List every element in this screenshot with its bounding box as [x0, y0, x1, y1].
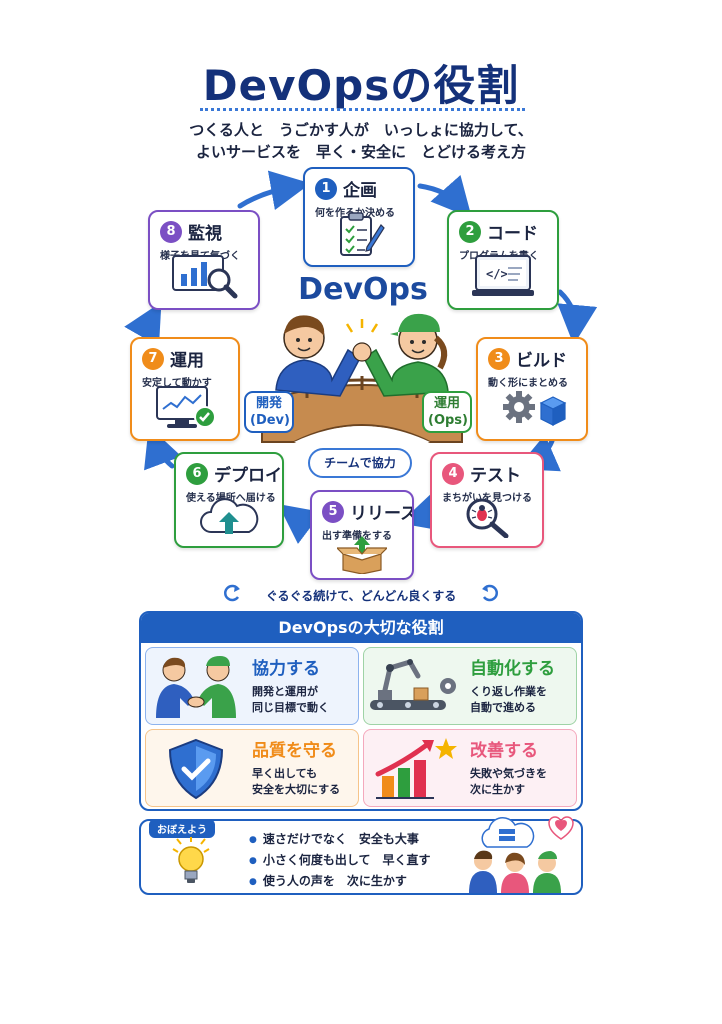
- arrow-2-to-3: [557, 289, 598, 345]
- role-automate: 自動化する くり返し作業を 自動で進める: [363, 647, 577, 725]
- devops-center-label: DevOps: [298, 272, 428, 307]
- stage-number: 1: [315, 177, 337, 200]
- title-underline: [200, 108, 525, 111]
- stage-number: 5: [322, 500, 344, 523]
- stage-number: 7: [142, 347, 164, 370]
- stage-title: ビルド: [516, 351, 567, 371]
- role-desc-line1: 早く出しても: [252, 767, 318, 780]
- role-title: 協力する: [252, 659, 320, 679]
- role-protect-quality: 品質を守る 早く出しても 安全を大切にする: [145, 729, 359, 807]
- stage-description: 安定して動かす: [142, 378, 212, 389]
- stage-title: デプロイ: [214, 466, 282, 486]
- role-title: 自動化する: [470, 659, 555, 679]
- role-desc-line1: 失敗や気づきを: [470, 767, 547, 780]
- stage-test: 4 テスト まちがいを見つける: [430, 452, 544, 548]
- shield-check-icon: [168, 738, 224, 800]
- loop-left-icon: [224, 584, 240, 602]
- ops-tag: 運用 (Ops): [422, 391, 472, 433]
- role-title: 改善する: [470, 741, 538, 761]
- remember-tag: おぼえよう: [149, 819, 215, 838]
- subtitle-line-1: つくる人と うごかす人が いっしょに協力して、: [189, 121, 533, 139]
- robot-arm-conveyor-icon: [370, 659, 456, 710]
- growth-chart-star-icon: [375, 738, 457, 799]
- svg-text:</>: </>: [486, 267, 508, 281]
- role-desc-line2: 安全を大切にする: [252, 783, 341, 796]
- stage-operate: 7 運用 安定して動かす: [130, 337, 240, 441]
- arrow-7-to-8: [124, 301, 162, 347]
- dev-ops-bridge-illustration: [261, 313, 463, 443]
- stage-title: 運用: [170, 351, 204, 371]
- stage-plan: 1 企画 何を作るか決める: [303, 167, 415, 267]
- cloud-upload-icon: [200, 498, 259, 534]
- roles-panel: DevOpsの大切な役割 協力する 開発と運用が 同じ目標で動く 自動化する く…: [139, 611, 583, 811]
- dev-tag-line1: 開発: [255, 396, 282, 411]
- roles-panel-title: DevOpsの大切な役割: [141, 613, 581, 643]
- stage-number: 6: [186, 462, 208, 485]
- role-desc-line2: 自動で進める: [470, 701, 536, 714]
- stage-title: リリース: [350, 504, 414, 524]
- arrow-4-to-5: [399, 492, 444, 531]
- monitor-check-icon: [156, 386, 216, 428]
- stage-title: 企画: [343, 181, 377, 201]
- team-cooperation-bubble: チームで協力: [308, 448, 412, 478]
- page-title: DevOpsの役割: [202, 61, 520, 110]
- dev-tag-line2: (Dev): [250, 413, 290, 428]
- ops-tag-line1: 運用: [433, 396, 460, 411]
- stage-description: まちがいを見つける: [442, 493, 532, 504]
- role-title: 品質を守る: [252, 741, 337, 761]
- stage-number: 8: [160, 220, 182, 243]
- role-desc-line1: 開発と運用が: [252, 685, 318, 698]
- stage-code: 2 コード プログラムを書く </>: [447, 210, 559, 310]
- remember-box: おぼえよう 速さだけでなく 安全も大事 小さく何度も出して 早く直す 使う人の声…: [139, 816, 583, 895]
- stage-number: 4: [442, 462, 464, 485]
- dev-tag: 開発 (Dev): [244, 391, 294, 433]
- stage-build: 3 ビルド 動く形にまとめる: [476, 337, 588, 441]
- role-desc-line2: 同じ目標で動く: [252, 701, 329, 714]
- role-desc-line2: 次に生かす: [470, 783, 525, 796]
- stage-title: コード: [487, 224, 538, 244]
- arrow-1-to-2: [417, 175, 472, 219]
- stage-monitor: 8 監視 様子を見て気づく: [148, 210, 260, 310]
- stage-title: 監視: [188, 224, 222, 244]
- remember-item: 小さく何度も出して 早く直す: [249, 850, 431, 871]
- ops-tag-line2: (Ops): [428, 413, 468, 428]
- handshake-people-icon: [156, 656, 236, 718]
- remember-item: 速さだけでなく 安全も大事: [249, 829, 431, 850]
- loop-right-icon: [482, 584, 498, 602]
- stage-title: テスト: [470, 466, 521, 486]
- role-desc-line1: くり返し作業を: [470, 685, 547, 698]
- remember-list: 速さだけでなく 安全も大事 小さく何度も出して 早く直す 使う人の声を 次に生か…: [249, 829, 431, 892]
- bug-magnifier-icon: [466, 498, 509, 538]
- chart-magnifier-icon: [172, 255, 238, 299]
- role-cooperate: 協力する 開発と運用が 同じ目標で動く: [145, 647, 359, 725]
- stage-description: 使える場所へ届ける: [186, 493, 276, 504]
- cycle-loop-text: ぐるぐる続けて、どんどん良くする: [265, 589, 457, 603]
- lightbulb-icon: [172, 837, 210, 883]
- gear-box-icon: [503, 391, 567, 426]
- team-cloud-illustration: [469, 816, 574, 893]
- stage-description: 出す準備をする: [322, 531, 392, 542]
- code-monitor-icon: </>: [472, 255, 534, 296]
- stage-deploy: 6 デプロイ 使える場所へ届ける: [174, 452, 284, 548]
- clipboard-checklist-icon: [340, 212, 385, 256]
- cycle-arrows: [124, 170, 598, 544]
- stage-description: 動く形にまとめる: [488, 378, 568, 389]
- arrow-5-to-6: [277, 504, 322, 544]
- role-improve: 改善する 失敗や気づきを 次に生かす: [363, 729, 577, 807]
- subtitle-line-2: よいサービスを 早く・安全に とどける考え方: [195, 143, 526, 161]
- stage-number: 3: [488, 347, 510, 370]
- arrow-6-to-7: [144, 425, 182, 471]
- stage-number: 2: [459, 220, 481, 243]
- remember-item: 使う人の声を 次に生かす: [249, 871, 431, 892]
- arrow-8-to-1: [237, 170, 311, 211]
- package-upload-icon: [337, 536, 387, 574]
- stage-release: 5 リリース 出す準備をする: [310, 490, 414, 580]
